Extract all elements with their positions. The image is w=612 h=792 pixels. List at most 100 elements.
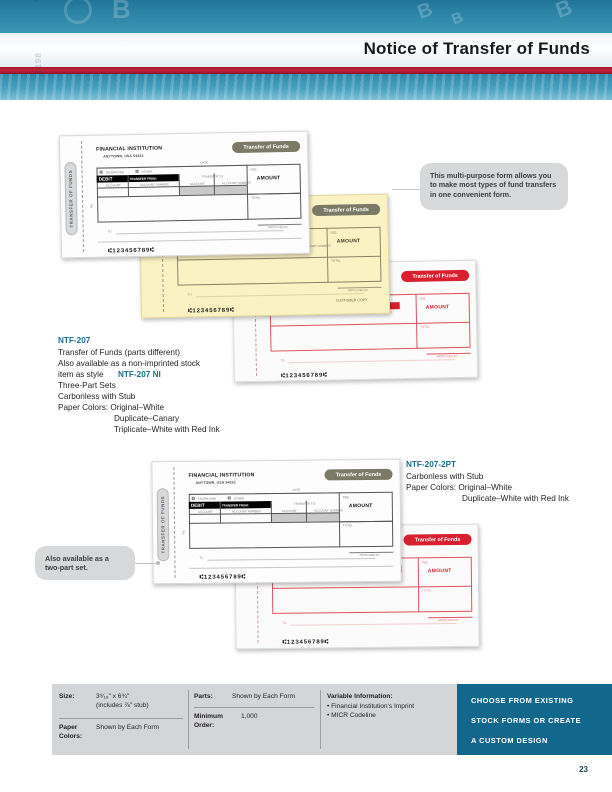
form-grid-rule-b-red: [270, 322, 417, 327]
form-debit-label: DEBIT: [98, 176, 113, 182]
form-side-tab: TRANSFER OF FUNDS: [64, 162, 78, 236]
form2-to-rule-2: [189, 565, 394, 569]
form3-title-pill: Transfer of Funds: [403, 533, 472, 546]
form2-grid-col-1: [219, 501, 222, 523]
form2-debit-label: DEBIT: [190, 502, 205, 508]
product-line-5: Carbonless with Stub: [58, 392, 136, 401]
banner-white-band: [0, 33, 612, 67]
form-micr-codeline-red: ⑆123456789⑆: [280, 371, 328, 380]
form3-to-rule: [290, 622, 457, 626]
form2-grid-col-2: [270, 501, 273, 523]
form-ntf207-original-white: TRANSFER OF FUNDS FINANCIAL INSTITUTION …: [58, 130, 311, 259]
form-amount-label-canary: AMOUNT: [336, 238, 361, 245]
form2-total-label: TOTAL: [343, 522, 353, 527]
spec-variable-label: Variable Information:: [327, 693, 393, 700]
form-perforation: [80, 140, 85, 253]
form-grid-rule-b-canary: [177, 256, 328, 261]
specification-table: [52, 684, 457, 755]
form2-grid-col-3: [305, 500, 308, 522]
form2-transfer-from-label: TRANSFER FROM:: [221, 502, 249, 508]
form-total-label: TOTAL: [251, 195, 261, 200]
page-title: Notice of Transfer of Funds: [363, 39, 590, 58]
form-to-rule-canary: [195, 293, 364, 298]
form-amount-rule-red: [416, 321, 471, 324]
form2-date-label: DATE: [292, 487, 301, 492]
form2-perforation: [173, 466, 176, 579]
cta-line-2: STOCK FORMS OR CREATE: [471, 716, 582, 725]
form2-telephone-label: TELEPHONE: [197, 496, 217, 501]
form-approved-by-label: APPROVED BY: [267, 225, 289, 230]
form2-amount-label: AMOUNT: [348, 502, 373, 510]
form-amount-rule-canary: [327, 255, 382, 258]
spec-divider-parts-min: [194, 707, 314, 708]
page-number: 23: [579, 765, 588, 774]
form3-amount-label: AMOUNT: [427, 568, 452, 575]
form-approved-rule-canary: [337, 286, 382, 289]
form-date-label: DATE: [200, 160, 208, 165]
form-institution-address: ANYTOWN, USA 54321: [103, 153, 144, 159]
spec-variable-item-1: • Financial Institution's Imprint: [327, 703, 415, 710]
form3-micr-codeline: ⑆123456789⑆: [282, 638, 329, 646]
form-ntf207-2pt-original-white: TRANSFER OF FUNDS FINANCIAL INSTITUTION …: [151, 458, 402, 585]
callout-multi-purpose-text: This multi-purpose form allows you to ma…: [430, 171, 557, 199]
form3-approved-rule: [428, 616, 473, 619]
spec-size-value-line1: 3⁹⁄₁₆" x 6¾": [96, 693, 130, 700]
spec-min-label-line1: Minimum: [194, 713, 223, 720]
form2-re-label: RE:: [181, 529, 186, 535]
product-line-3: item as style: [58, 370, 106, 379]
form3-grid-col-amount: [417, 557, 420, 613]
cta-panel: CHOOSE FROM EXISTING STOCK FORMS OR CREA…: [457, 684, 612, 755]
spec-divider-1: [188, 690, 189, 749]
spec-parts-label: Parts:: [194, 693, 213, 700]
spec-size-label: Size:: [59, 693, 75, 700]
form3-to-label: TO: [282, 620, 287, 625]
form-title-pill-canary-label: Transfer of Funds: [323, 206, 369, 214]
form-ntf207-triplicate-red: Transfer of Funds TRANSFER TO: ACCOUNT N…: [231, 259, 479, 383]
form3-grid-rule-b: [272, 585, 419, 589]
product-indent-2: Triplicate–White with Red Ink: [114, 425, 220, 434]
spec-paper-value: Shown by Each Form: [96, 724, 160, 731]
form3-total-label: TOTAL: [422, 587, 432, 592]
form-to-label-canary: TO: [187, 292, 192, 297]
form-approved-rule-red: [426, 352, 471, 355]
form2-approved-by-label: APPROVED BY: [359, 552, 381, 558]
form-grid-col-amount-canary: [326, 227, 329, 283]
cta-line-1: CHOOSE FROM EXISTING: [471, 696, 574, 705]
form-to-rule-red: [288, 359, 455, 364]
form-other-label: OTHER: [141, 169, 153, 174]
form-title-pill-red: Transfer of Funds: [401, 269, 470, 283]
form2-telephone-checkbox: [191, 496, 195, 500]
banner-top-band: [0, 0, 612, 33]
form-to-rule-2: [97, 237, 302, 243]
form-telephone-checkbox: [99, 170, 103, 174]
form-micr-codeline-canary: ⑆123456789⑆: [187, 306, 235, 315]
form-approved-by-label-canary: APPROVED BY: [347, 288, 369, 293]
form-other-checkbox: [135, 169, 139, 173]
form-customer-copy-label: CUSTOMER COPY: [335, 298, 368, 303]
form-fee-label-canary: FEE:: [330, 230, 338, 235]
callout-multi-purpose: This multi-purpose form allows you to ma…: [420, 163, 568, 210]
spec-size-value-line2: (includes ⅞" stub): [96, 702, 149, 709]
form-micr-codeline: ⑆123456789⑆: [108, 246, 155, 255]
form-account-number-label-red: ACCOUNT NUMBER: [362, 309, 392, 315]
form-amount-label-red: AMOUNT: [425, 304, 450, 311]
spec-min-value: 1,000: [241, 713, 258, 720]
callout-two-part: Also available as a two-part set.: [35, 546, 135, 580]
spec-paper-label-line2: Colors:: [59, 733, 83, 740]
form-to-rule-1: [115, 230, 284, 235]
product-code-ntf207-2pt: NTF-207-2PT: [406, 460, 457, 469]
form-to-label: TO: [107, 229, 112, 234]
form-approved-by-label-red: APPROVED BY: [436, 354, 458, 359]
product-line-1: Transfer of Funds (parts different): [58, 348, 180, 357]
banner-bottom-band: [0, 74, 612, 100]
spec-divider-2: [320, 690, 321, 749]
spec-variable-item-2: • MICR Codeline: [327, 712, 376, 719]
form2-side-tab: TRANSFER OF FUNDS: [156, 488, 170, 562]
cta-line-3: A CUSTOM DESIGN: [471, 736, 548, 745]
product-line-2: Also available as a non-imprinted stock: [58, 359, 200, 368]
form-total-label-red: TOTAL: [420, 324, 430, 329]
callout-leader-line-top: [392, 189, 422, 190]
form-institution-name: FINANCIAL INSTITUTION: [96, 145, 163, 153]
page-header-banner: 45788254 852148 B B B B 2198 Notice of T…: [0, 0, 612, 100]
spec-divider-size-paper: [59, 718, 183, 719]
